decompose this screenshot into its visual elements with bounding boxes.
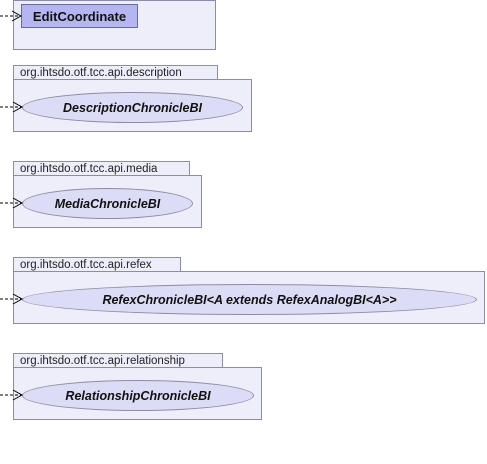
arrow-to-relationship-chronicle bbox=[0, 389, 24, 401]
media-chronicle-interface[interactable]: MediaChronicleBI bbox=[22, 188, 193, 219]
package-relationship-tab: org.ihtsdo.otf.tcc.api.relationship bbox=[13, 353, 223, 368]
package-refex-tab: org.ihtsdo.otf.tcc.api.refex bbox=[13, 257, 181, 272]
arrow-to-media-chronicle bbox=[0, 197, 24, 209]
arrow-to-description-chronicle bbox=[0, 101, 24, 113]
refex-chronicle-interface[interactable]: RefexChronicleBI<A extends RefexAnalogBI… bbox=[22, 284, 477, 315]
description-chronicle-interface[interactable]: DescriptionChronicleBI bbox=[22, 92, 243, 123]
package-media-tab: org.ihtsdo.otf.tcc.api.media bbox=[13, 161, 190, 176]
relationship-chronicle-interface[interactable]: RelationshipChronicleBI bbox=[22, 380, 254, 411]
arrow-to-edit-coordinate bbox=[0, 10, 23, 22]
package-description-tab: org.ihtsdo.otf.tcc.api.description bbox=[13, 65, 218, 80]
edit-coordinate-class[interactable]: EditCoordinate bbox=[21, 4, 138, 28]
arrow-to-refex-chronicle bbox=[0, 293, 24, 305]
